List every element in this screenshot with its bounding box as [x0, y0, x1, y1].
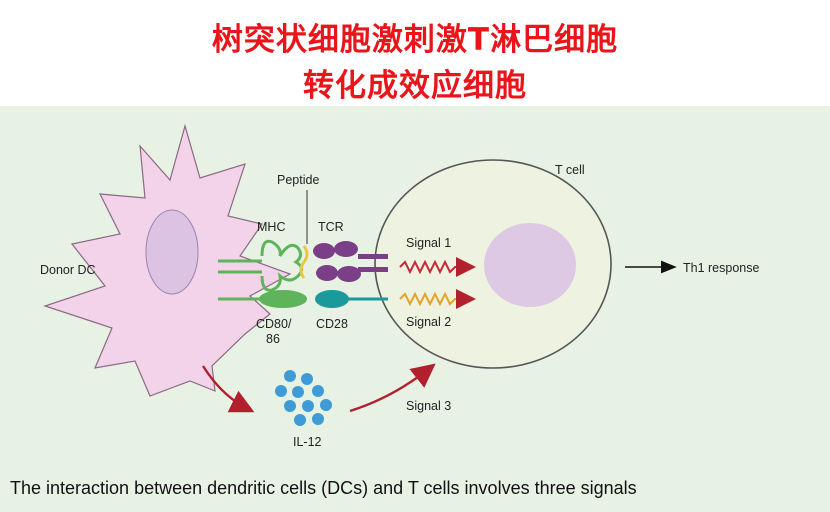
label-il12: IL-12 [293, 435, 322, 449]
dc-tcell-diagram: Peptide T cell MHC TCR Signal 1 Signal 2… [40, 123, 759, 449]
caption: The interaction between dendritic cells … [10, 478, 637, 498]
dc-to-il12-arrow [201, 365, 255, 413]
label-cd28: CD28 [316, 317, 348, 331]
label-cd80: CD80/ [256, 317, 292, 331]
label-cd86: 86 [266, 332, 280, 346]
peptide [299, 245, 309, 279]
title-line-1: 树突状细胞激刺激T淋巴细胞 [211, 22, 619, 58]
label-signal2: Signal 2 [406, 315, 451, 329]
signal1-arrow [399, 257, 476, 277]
label-th1-response: Th1 response [683, 261, 759, 275]
signal3-arrow [349, 363, 436, 413]
title-line-2: 转化成效应细胞 [303, 68, 527, 104]
il12-cluster [275, 370, 332, 426]
label-signal3: Signal 3 [406, 399, 451, 413]
t-cell-nucleus [484, 223, 576, 307]
label-tcr: TCR [318, 220, 344, 234]
cd28-molecule [315, 290, 349, 308]
signal2-arrow [399, 289, 476, 309]
tcr-molecule [313, 241, 388, 282]
label-mhc: MHC [257, 220, 285, 234]
label-donor-dc: Donor DC [40, 263, 96, 277]
label-peptide: Peptide [277, 173, 319, 187]
dc-nucleus [145, 209, 199, 295]
label-t-cell: T cell [555, 163, 585, 177]
label-signal1: Signal 1 [406, 236, 451, 250]
cd80-86-molecule [259, 290, 307, 308]
mhc-molecule [260, 239, 303, 292]
